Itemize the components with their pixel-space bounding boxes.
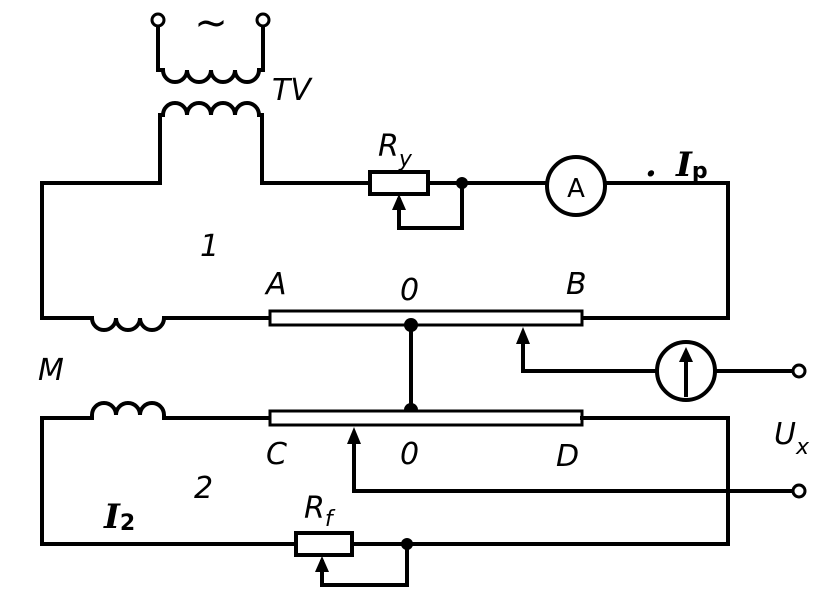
loop2-label: 2 (194, 471, 213, 506)
rf-slider-loop (320, 542, 409, 587)
galvanometer-wire (521, 338, 659, 373)
ry-slider-loop (397, 181, 464, 230)
ac-symbol: ~ (194, 0, 228, 46)
loop2-right-wire (350, 416, 730, 546)
label-c: C (266, 437, 287, 472)
ry-rheostat (368, 170, 430, 196)
transformer-label: TV (272, 73, 313, 108)
rf-slider-arrow (315, 556, 329, 572)
mutual-inductor-label: M (38, 353, 64, 388)
ac-terminal-right (255, 12, 271, 28)
ux-terminal-upper (791, 363, 807, 379)
ux-terminal-lower (791, 483, 807, 499)
label-a: A (264, 267, 287, 302)
ip-label: Ip (675, 145, 708, 185)
loop1-label: 1 (200, 229, 219, 264)
transformer-primary-winding (156, 25, 265, 84)
label-o2: 0 (400, 437, 419, 472)
ux-label: Ux (774, 417, 810, 460)
ac-source: ~ (150, 0, 271, 84)
loop2-wire (40, 401, 298, 546)
ry-slider-arrow (392, 194, 406, 210)
slide-wire-cd (268, 409, 584, 427)
loop1-right-wire (580, 181, 730, 320)
ammeter-label: A (567, 174, 585, 204)
ry-label: Ry (378, 129, 413, 172)
label-o1: 0 (400, 273, 419, 308)
i2-label: I2 (103, 497, 135, 537)
label-b: B (566, 267, 587, 302)
rf-label: Rf (304, 491, 336, 532)
ip-dot: . (645, 145, 657, 185)
ux-lower-wire (352, 438, 795, 493)
rf-rheostat (294, 531, 354, 557)
ab-slider-arrow (516, 327, 530, 344)
ammeter (545, 155, 607, 217)
label-d: D (556, 439, 579, 474)
slide-wire-ab (268, 309, 584, 327)
transformer-secondary-winding (158, 101, 264, 185)
galvanometer-arrow-icon (679, 347, 693, 362)
ac-terminal-left (150, 12, 166, 28)
loop1-left-wire (40, 181, 272, 332)
cd-slider-arrow (347, 427, 361, 444)
